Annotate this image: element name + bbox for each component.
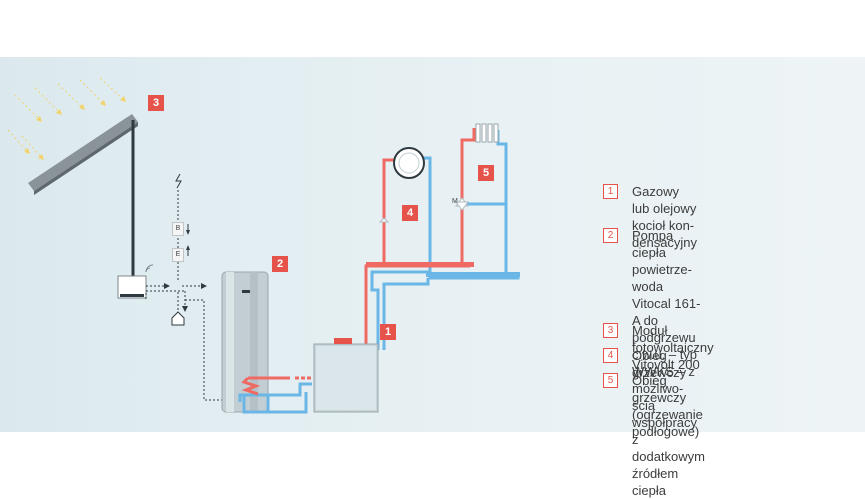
badge-1: 1 [380, 324, 396, 340]
b-arrow-down-icon [186, 224, 190, 235]
mixing-valve-icon [455, 197, 469, 211]
legend-text: Obieg grzewczy [632, 348, 687, 380]
diagram-panel [0, 57, 865, 432]
wifi-icon [145, 264, 154, 273]
house-icon [171, 311, 185, 326]
pump-icon [378, 217, 390, 223]
legend-number: 1 [603, 184, 618, 199]
distribution-bars [366, 262, 520, 277]
badge-5: 5 [478, 165, 494, 181]
legend-text: Gazowy lub olejowy kocioł kon- densacyjn… [632, 184, 698, 250]
badge-3: 3 [148, 95, 164, 111]
solar-panel-icon [28, 114, 138, 195]
boiler [313, 338, 379, 413]
arrows [164, 283, 207, 312]
radiator-icon [393, 147, 425, 179]
switch-b-label: B [172, 222, 184, 236]
inverter-icon [117, 275, 147, 299]
heating-system-diagram [7, 77, 520, 414]
legend-number: 2 [603, 228, 618, 243]
switch-e-label: E [172, 248, 184, 262]
legend-number: 3 [603, 323, 618, 338]
legend-number: 4 [603, 348, 618, 363]
lightning-icon [175, 173, 182, 189]
legend-text: Moduł fotowoltaiczny Vitovolt 200 [632, 323, 714, 372]
valve-m-label: M [452, 198, 458, 205]
e-arrow-up-icon [186, 245, 190, 256]
sun-ray-arrows [24, 96, 126, 160]
legend-number: 5 [603, 373, 618, 388]
sun-rays-icon [7, 77, 125, 159]
signal-lines [145, 190, 222, 401]
badge-2: 2 [272, 256, 288, 272]
legend-text: Obieg grzewczy (ogrzewanie podłogowe) [632, 373, 703, 439]
legend-text: Pompa ciepła powietrze-woda Vitocal 161-… [632, 228, 705, 498]
badge-4: 4 [402, 205, 418, 221]
floor-heating-icon [475, 123, 499, 143]
